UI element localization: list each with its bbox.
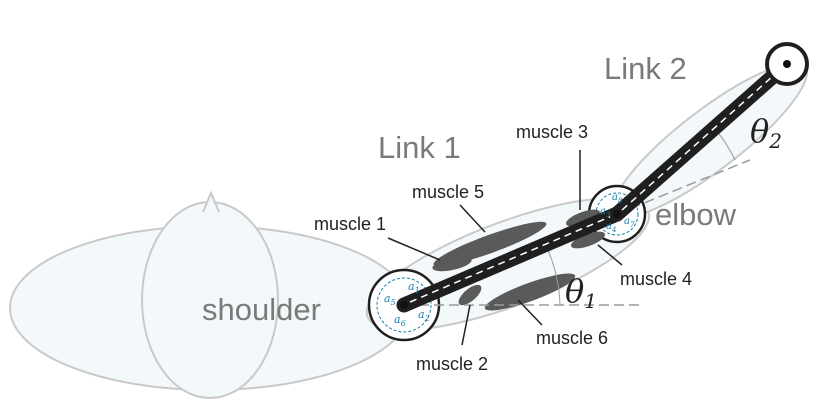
muscle-1-leader xyxy=(387,237,441,261)
muscle-3-label: muscle 3 xyxy=(516,122,588,142)
muscle-2-label: muscle 2 xyxy=(416,354,488,374)
muscle-6-leader xyxy=(517,299,543,326)
link-1-label: Link 1 xyxy=(378,130,461,165)
muscle-2-shape xyxy=(458,284,482,306)
moment-arm-a3: a3 xyxy=(600,206,611,219)
link-1-centerline xyxy=(409,215,613,303)
muscle-5-leader xyxy=(459,204,486,233)
moment-arm-a1: a1 xyxy=(408,280,420,295)
muscle-4-shape xyxy=(570,231,606,249)
theta1-label: θ1 xyxy=(565,272,597,313)
moment-arm-a4: a4 xyxy=(606,221,616,234)
link-2-label: Link 2 xyxy=(604,51,687,86)
muscle-1-label: muscle 1 xyxy=(314,214,386,234)
moment-arm-a6: a6 xyxy=(394,313,406,328)
shoulder-center-dot xyxy=(400,301,408,309)
moment-arm-a8: a8 xyxy=(612,192,623,205)
elbow-center-dot xyxy=(613,210,621,218)
muscle-4-label: muscle 4 xyxy=(620,269,692,289)
muscle-6-shape xyxy=(484,273,576,311)
muscle-1-shape xyxy=(432,256,472,272)
theta1-arc xyxy=(547,249,561,306)
muscle-6-label: muscle 6 xyxy=(536,328,608,348)
theta2-label: θ2 xyxy=(750,112,782,153)
muscle-5-shape xyxy=(433,221,547,267)
theta2-reference-line xyxy=(616,159,751,215)
shoulder-inner-ring xyxy=(376,277,432,333)
elbow-label: elbow xyxy=(655,197,737,232)
muscle-5-label: muscle 5 xyxy=(412,182,484,202)
end-effector-dot xyxy=(783,60,791,68)
shoulder-label: shoulder xyxy=(202,292,321,327)
muscle-2-leader xyxy=(461,304,471,346)
moment-arm-a5: a5 xyxy=(384,292,396,307)
moment-arm-a2: a2 xyxy=(418,308,430,323)
nose-outline xyxy=(202,190,220,213)
muscle-3-shape xyxy=(565,209,601,227)
moment-arm-a7: a7 xyxy=(624,216,635,229)
muscle-4-leader xyxy=(597,244,623,266)
